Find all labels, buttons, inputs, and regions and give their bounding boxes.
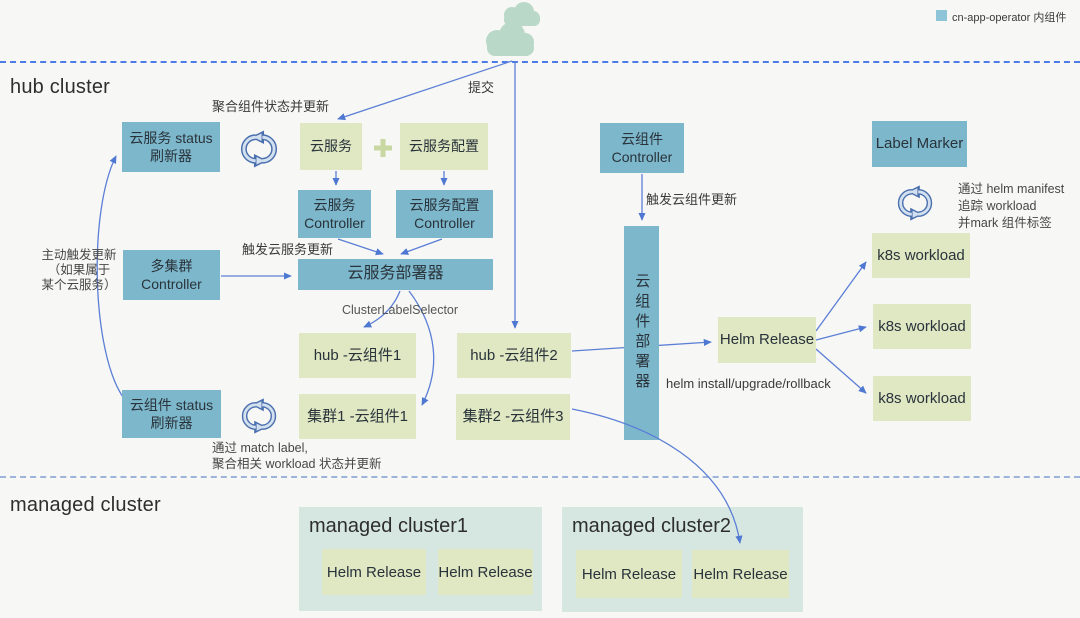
node-cluster2-component3: 集群2 -云组件3 bbox=[456, 394, 570, 440]
node-cloud-service: 云服务 bbox=[300, 123, 362, 170]
managed-cluster2-title: managed cluster2 bbox=[572, 515, 731, 537]
edge-submit-to-service bbox=[337, 60, 513, 121]
hub-cluster-heading: hub cluster bbox=[10, 76, 111, 98]
edge-config-controller-to-deployer bbox=[400, 238, 443, 255]
edge-comp-refresher-to-svc-refresher bbox=[96, 155, 124, 398]
node-helm-release: Helm Release bbox=[718, 317, 816, 363]
node-hub-component2: hub -云组件2 bbox=[457, 333, 571, 378]
node-cloud-service-status-refresher: 云服务 status 刷新器 bbox=[122, 122, 220, 172]
label-marker-note: 通过 helm manifest 追踪 workload 并mark 组件标签 bbox=[958, 182, 1065, 230]
node-cloud-service-config-controller: 云服务配置 Controller bbox=[396, 190, 493, 238]
plus-icon bbox=[374, 139, 392, 157]
helm-release-node: Helm Release bbox=[576, 550, 682, 598]
aggregate-status-label: 聚合组件状态并更新 bbox=[212, 99, 330, 114]
legend-swatch bbox=[936, 10, 947, 21]
managed-cluster1-container: managed cluster1 Helm Release Helm Relea… bbox=[299, 507, 542, 611]
managed-cluster1-title: managed cluster1 bbox=[309, 515, 468, 537]
helm-release-node: Helm Release bbox=[438, 549, 533, 595]
node-k8s-workload-1: k8s workload bbox=[872, 233, 970, 278]
node-k8s-workload-3: k8s workload bbox=[873, 376, 971, 421]
managed-cluster2-container: managed cluster2 Helm Release Helm Relea… bbox=[562, 507, 803, 612]
node-cloud-service-config: 云服务配置 bbox=[400, 123, 488, 170]
trigger-component-label: 触发云组件更新 bbox=[646, 192, 738, 207]
match-label-note: 通过 match label, 聚合相关 workload 状态并更新 bbox=[212, 441, 382, 471]
node-label-marker: Label Marker bbox=[872, 121, 967, 167]
node-cloud-component-status-refresher: 云组件 status 刷新器 bbox=[122, 390, 221, 438]
managed-cluster-divider bbox=[0, 476, 1080, 478]
edge-deployer-to-hub-comp1 bbox=[363, 290, 401, 328]
node-k8s-workload-2: k8s workload bbox=[873, 304, 971, 349]
edge-helm-to-workload1 bbox=[815, 261, 867, 332]
node-cloud-service-controller: 云服务 Controller bbox=[298, 190, 371, 238]
cloud-icon bbox=[486, 2, 540, 56]
helm-release-node: Helm Release bbox=[322, 549, 426, 595]
submit-label: 提交 bbox=[468, 80, 495, 95]
helm-release-node: Helm Release bbox=[692, 550, 789, 598]
proactive-trigger-label: 主动触发更新 （如果属于 某个云服务） bbox=[41, 248, 117, 292]
node-cluster1-component1: 集群1 -云组件1 bbox=[299, 394, 416, 439]
edge-svc-controller-to-deployer bbox=[337, 238, 384, 256]
edge-helm-to-workload3 bbox=[815, 348, 867, 394]
node-cloud-component-deployer: 云组件部署器 bbox=[624, 226, 659, 440]
edge-deployer-to-cluster1-comp1 bbox=[408, 290, 435, 406]
trigger-service-label: 触发云服务更新 bbox=[242, 242, 334, 257]
node-multi-cluster-controller: 多集群 Controller bbox=[123, 250, 220, 300]
cluster-label-selector-label: ClusterLabelSelector bbox=[342, 303, 459, 317]
hub-cluster-divider bbox=[0, 61, 1080, 63]
edge-helm-to-workload2 bbox=[815, 325, 867, 341]
node-cloud-service-deployer: 云服务部署器 bbox=[298, 259, 493, 290]
node-cloud-component-controller: 云组件 Controller bbox=[600, 123, 684, 173]
node-hub-component1: hub -云组件1 bbox=[299, 333, 416, 378]
managed-cluster-heading: managed cluster bbox=[10, 494, 161, 516]
edge-cluster2-comp3-to-managed2-helm bbox=[571, 408, 743, 544]
legend-label: cn-app-operator 内组件 bbox=[952, 12, 1067, 24]
helm-ops-label: helm install/upgrade/rollback bbox=[666, 376, 831, 391]
